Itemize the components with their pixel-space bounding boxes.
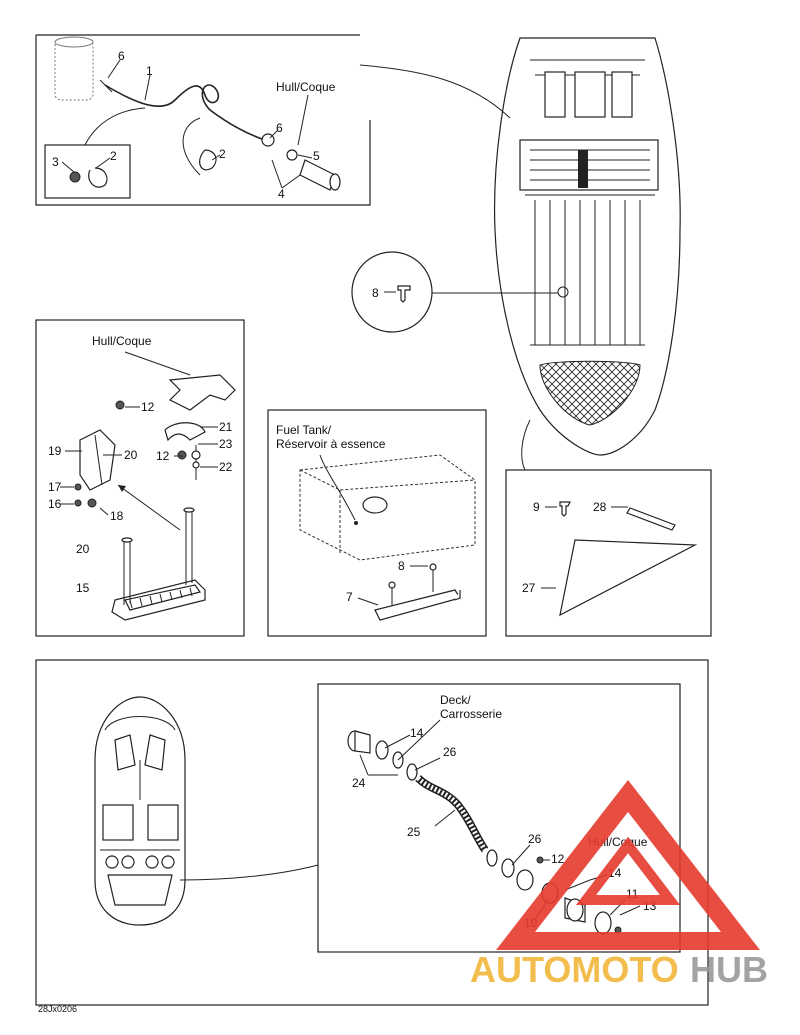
top-label-7: 3 (52, 155, 59, 169)
left-label-17: 17 (48, 480, 62, 494)
hull-top-view (359, 37, 681, 471)
clamp (69, 167, 108, 188)
left-label-12b: 12 (156, 449, 170, 463)
top-label-0: 6 (118, 49, 125, 63)
top-label-5: 4 (278, 187, 285, 201)
bottom-label-24: 24 (352, 776, 366, 790)
logo-text-hub: HUB (690, 949, 768, 990)
left-label-hull: Hull/Coque (92, 334, 152, 348)
bottom-label-26a: 26 (443, 745, 457, 759)
bottom-label-12: 12 (551, 852, 565, 866)
left-panel-frame (35, 319, 245, 637)
left-label-15: 15 (76, 581, 90, 595)
top-label-1: 1 (146, 64, 153, 78)
top-label-8: 2 (110, 149, 117, 163)
top-panel: 6 1 Hull/Coque 6 5 4 2 3 2 (35, 34, 371, 206)
fuel-panel-frame (267, 409, 487, 637)
right-label-27: 27 (522, 581, 536, 595)
left-label-16: 16 (48, 497, 62, 511)
part-code: 28Jx0206 (38, 1004, 77, 1014)
logo-triangle (496, 780, 760, 950)
bottom-inner-frame (317, 683, 681, 953)
right-label-28: 28 (593, 500, 607, 514)
automotohub-logo: AUTOMOTO HUB (470, 780, 768, 990)
watercraft-rear-view (94, 696, 186, 926)
deck-label-2: Carrosserie (440, 707, 502, 721)
bracket (79, 429, 116, 491)
reboarding-step (111, 507, 206, 621)
top-panel-frame (35, 34, 371, 206)
hull-fitting (261, 133, 341, 191)
right-panel-frame (505, 469, 712, 637)
left-panel: Hull/Coque 12 21 23 12 22 19 20 17 16 18… (35, 319, 245, 637)
inspect-circle: 8 (351, 251, 433, 333)
top-label-hull: Hull/Coque (276, 80, 336, 94)
left-label-20b: 20 (76, 542, 90, 556)
fuel-label-8: 8 (398, 559, 405, 573)
left-label-19: 19 (48, 444, 62, 458)
left-label-20a: 20 (124, 448, 138, 462)
left-label-23: 23 (219, 437, 233, 451)
hull-section (168, 374, 236, 411)
strip (626, 507, 676, 531)
pad (559, 539, 698, 617)
bottom-label-26b: 26 (528, 832, 542, 846)
bottom-label-25: 25 (407, 825, 421, 839)
screw (559, 501, 571, 517)
right-label-9: 9 (533, 500, 540, 514)
fuel-tank (299, 454, 476, 561)
fuel-label-7: 7 (346, 590, 353, 604)
left-label-12a: 12 (141, 400, 155, 414)
fuel-panel: Fuel Tank/ Réservoir à essence 8 7 (267, 409, 487, 637)
fuel-title-2: Réservoir à essence (276, 437, 386, 451)
logo-text-automoto: AUTOMOTO (470, 949, 679, 990)
tank-support (374, 563, 461, 621)
right-panel: 9 28 27 (505, 469, 712, 637)
vent-hose (104, 84, 266, 141)
top-label-3: 6 (276, 121, 283, 135)
fuel-title-1: Fuel Tank/ (276, 423, 332, 437)
deck-label-1: Deck/ (440, 693, 471, 707)
bottom-panel-frame (35, 659, 709, 1006)
clamp-detail-box (44, 144, 131, 199)
top-label-6: 2 (219, 147, 226, 161)
left-label-18: 18 (110, 509, 124, 523)
left-label-21: 21 (219, 420, 233, 434)
hose-clamp (199, 149, 217, 171)
inspect-label-8: 8 (372, 286, 379, 300)
top-label-4: 5 (313, 149, 320, 163)
fuel-canister (54, 36, 94, 101)
left-label-22: 22 (219, 460, 233, 474)
bottom-label-14a: 14 (410, 726, 424, 740)
